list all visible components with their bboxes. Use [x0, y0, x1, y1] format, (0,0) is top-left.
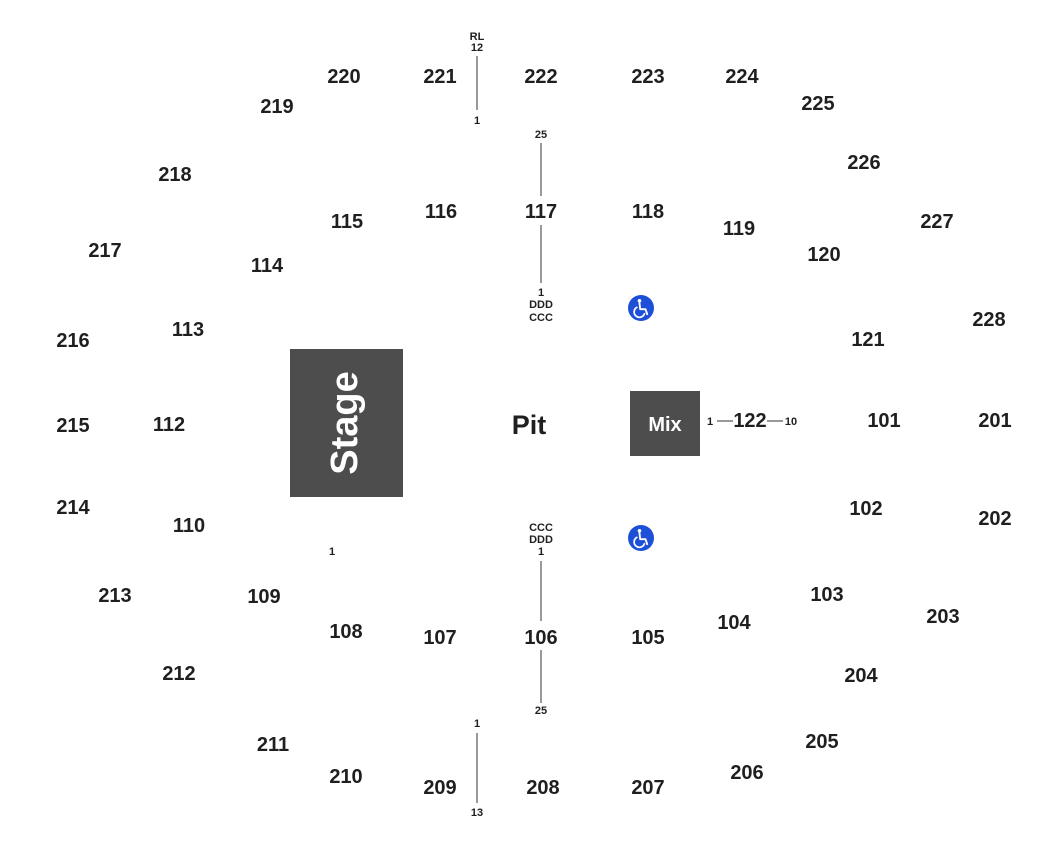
section-227[interactable]: 227 [920, 211, 953, 233]
stage-label: Stage [324, 371, 366, 474]
stage[interactable]: Stage [290, 349, 403, 497]
row-label-ddd-upper: DDD [529, 299, 553, 311]
section-225[interactable]: 225 [801, 93, 834, 115]
row-label-25-upper: 25 [535, 129, 547, 141]
section-112[interactable]: 112 [153, 414, 185, 436]
section-103[interactable]: 103 [810, 584, 843, 606]
row-label-ddd-lower: DDD [529, 534, 553, 546]
section-206[interactable]: 206 [730, 762, 763, 784]
section-109[interactable]: 109 [247, 586, 280, 608]
row-label-12: 12 [471, 42, 483, 54]
mix-block [630, 391, 700, 456]
wheelchair-icon [628, 525, 654, 551]
mix: Mix [630, 391, 700, 456]
section-118[interactable]: 118 [632, 201, 664, 223]
section-203[interactable]: 203 [926, 606, 959, 628]
row-label-rl: RL [470, 31, 485, 43]
section-208[interactable]: 208 [526, 777, 559, 799]
section-121[interactable]: 121 [851, 329, 884, 351]
row-label-1-bottom: 1 [474, 718, 480, 730]
section-219[interactable]: 219 [260, 96, 293, 118]
section-102[interactable]: 102 [849, 498, 882, 520]
section-217[interactable]: 217 [88, 240, 121, 262]
section-209[interactable]: 209 [423, 777, 456, 799]
section-215[interactable]: 215 [56, 415, 89, 437]
section-122[interactable]: 122 [733, 410, 766, 432]
row-label-1-lower: 1 [538, 546, 544, 558]
section-214[interactable]: 214 [56, 497, 90, 519]
section-205[interactable]: 205 [805, 731, 838, 753]
section-113[interactable]: 113 [172, 319, 204, 341]
row-label-1-upper: 1 [538, 287, 544, 299]
row-label-13-bottom: 13 [471, 807, 483, 819]
section-110[interactable]: 110 [173, 515, 205, 537]
wheelchair-icon [628, 295, 654, 321]
section-223[interactable]: 223 [631, 66, 664, 88]
row-label-ccc-upper: CCC [529, 312, 553, 324]
section-224[interactable]: 224 [725, 66, 759, 88]
section-204[interactable]: 204 [844, 665, 878, 687]
section-218[interactable]: 218 [158, 164, 191, 186]
section-211[interactable]: 211 [257, 734, 289, 756]
section-216[interactable]: 216 [56, 330, 89, 352]
section-210[interactable]: 210 [329, 766, 362, 788]
section-114[interactable]: 114 [251, 255, 284, 277]
row-label-25-lower: 25 [535, 705, 547, 717]
section-202[interactable]: 202 [978, 508, 1011, 530]
section-105[interactable]: 105 [631, 627, 664, 649]
section-104[interactable]: 104 [717, 612, 751, 634]
section-108[interactable]: 108 [329, 621, 362, 643]
pit-label[interactable]: Pit [512, 410, 547, 440]
row-label-10-mix: 10 [785, 416, 797, 428]
section-117[interactable]: 117 [525, 201, 557, 223]
section-222[interactable]: 222 [524, 66, 557, 88]
section-115[interactable]: 115 [331, 211, 363, 233]
section-119[interactable]: 119 [723, 218, 755, 240]
row-label-ccc-lower: CCC [529, 522, 553, 534]
stage-block[interactable] [290, 349, 403, 497]
section-120[interactable]: 120 [807, 244, 840, 266]
mix-label: Mix [648, 414, 681, 436]
section-212[interactable]: 212 [162, 663, 195, 685]
section-116[interactable]: 116 [425, 201, 457, 223]
section-201[interactable]: 201 [978, 410, 1011, 432]
section-106[interactable]: 106 [524, 627, 557, 649]
section-220[interactable]: 220 [327, 66, 360, 88]
section-226[interactable]: 226 [847, 152, 880, 174]
section-207[interactable]: 207 [631, 777, 664, 799]
row-label-1-mix: 1 [707, 416, 713, 428]
section-221[interactable]: 221 [423, 66, 456, 88]
row-label-1-left: 1 [329, 546, 335, 558]
row-label-1-top: 1 [474, 115, 480, 127]
section-228[interactable]: 228 [972, 309, 1005, 331]
section-213[interactable]: 213 [98, 585, 131, 607]
section-101[interactable]: 101 [867, 410, 900, 432]
section-107[interactable]: 107 [423, 627, 456, 649]
